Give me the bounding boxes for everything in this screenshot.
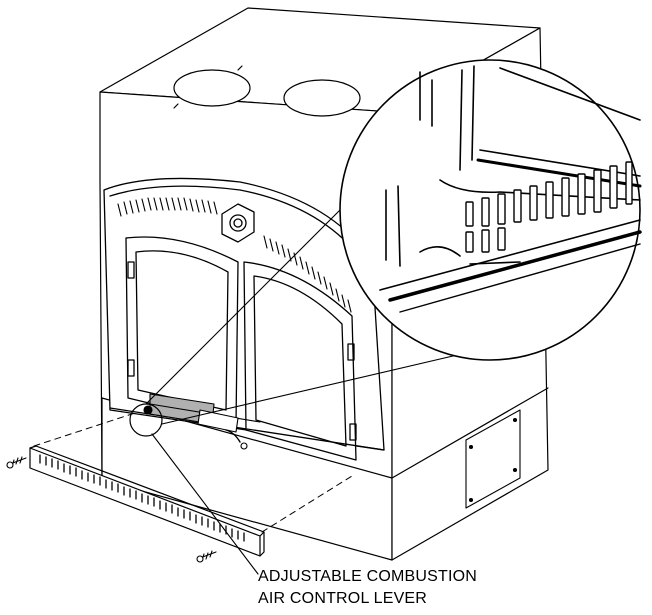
flue-collars — [173, 65, 361, 117]
screw-left — [9, 456, 27, 467]
front-louver-panel — [6, 445, 265, 563]
access-panel — [465, 409, 521, 509]
magnifier-leader-bottom — [161, 351, 471, 425]
flue-collar-right — [283, 79, 361, 117]
callout-line-1: ADJUSTABLE COMBUSTION — [258, 568, 478, 585]
callout-caption: ADJUSTABLE COMBUSTION AIR CONTROL LEVER — [258, 566, 477, 610]
air-control-slot — [143, 393, 261, 450]
screw-bottom — [199, 550, 217, 561]
detail-magnifier — [145, 59, 642, 425]
door-frame — [103, 177, 385, 461]
panel-screws — [6, 456, 217, 563]
arch-louvers — [117, 197, 352, 313]
flue-collar-left — [173, 69, 251, 107]
center-medallion — [221, 203, 255, 243]
caption-leader — [151, 433, 259, 575]
access-panel-plate — [465, 409, 521, 509]
alignment-lines — [33, 411, 353, 533]
door-left — [125, 236, 239, 425]
magnifier-leader-top — [145, 199, 351, 405]
magnified-louvers — [465, 161, 633, 253]
callout-line-2: AIR CONTROL LEVER — [258, 590, 428, 607]
magnifier-circle — [339, 59, 641, 361]
louver-slots — [39, 454, 245, 542]
